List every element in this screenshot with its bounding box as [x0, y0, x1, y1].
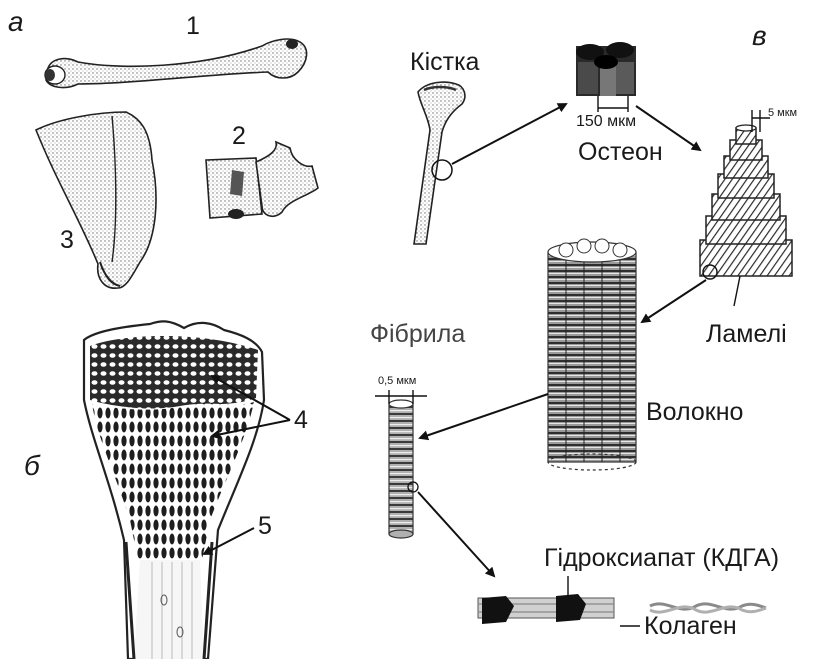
bone-section-drawing: [84, 321, 264, 659]
label-collagen: Колаген: [644, 614, 737, 639]
label-fiber: Волокно: [646, 400, 743, 425]
lamellae-drawing: [700, 125, 792, 279]
humerus-drawing: [45, 39, 307, 87]
long-bone-drawing: [414, 82, 465, 244]
label-hydroxyapatite: Гідроксиапат (КДГА): [544, 546, 779, 571]
arrow-fibril-to-hydroxyapatite: [418, 492, 494, 576]
arrow-lamellae-to-fiber: [642, 280, 706, 322]
vertebra-drawing: [206, 142, 318, 219]
panel-label-v: в: [752, 22, 767, 50]
arrow-fiber-to-fibril: [420, 394, 548, 438]
leader-lamellae: [734, 276, 740, 306]
label-osteon: Остеон: [578, 140, 663, 165]
arrow-bone-to-osteon: [452, 104, 566, 164]
number-3: 3: [60, 228, 74, 253]
collagen-drawing: [650, 604, 766, 612]
number-5: 5: [258, 514, 272, 539]
label-fibril: Фібрила: [370, 322, 465, 347]
number-1: 1: [186, 14, 200, 39]
label-lamellae: Ламелі: [706, 322, 787, 347]
scale-lamellae: 5 мкм: [768, 108, 797, 119]
label-bone: Кістка: [410, 50, 479, 75]
fibril-drawing: [389, 400, 418, 538]
fiber-drawing: [548, 239, 636, 470]
number-4: 4: [294, 408, 308, 433]
osteon-drawing: [576, 42, 636, 96]
number-2: 2: [232, 124, 246, 149]
panel-label-b: б: [24, 452, 40, 480]
scale-osteon: 150 мкм: [576, 114, 636, 130]
hydroxyapatite-drawing: [478, 594, 614, 624]
scapula-drawing: [36, 112, 156, 288]
scale-fibril: 0,5 мкм: [378, 376, 416, 387]
panel-label-a: а: [8, 8, 24, 36]
